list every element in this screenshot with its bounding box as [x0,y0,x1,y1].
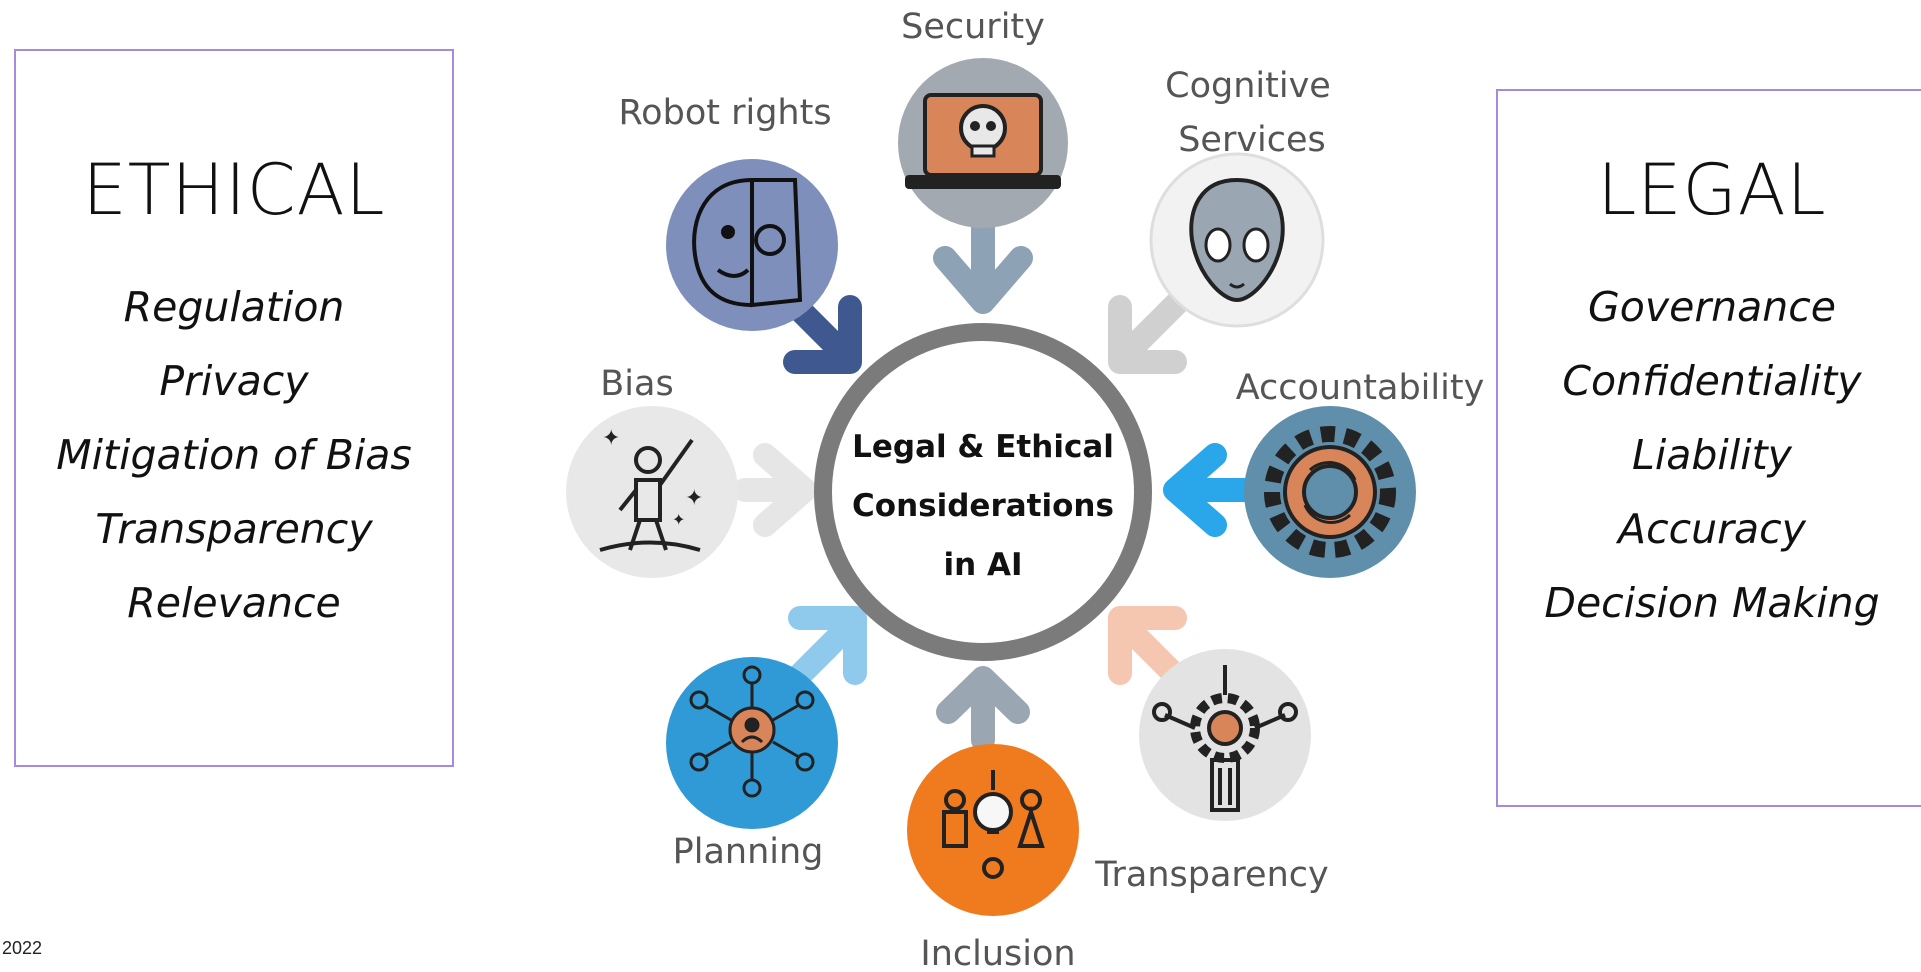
ethical-title: ETHICAL [82,149,386,231]
svg-text:✦: ✦ [602,425,620,450]
node-accountability: Accountability [1236,368,1485,578]
legal-list: Governance Confidentiality Liability Acc… [1498,270,1921,640]
cognitive-label-line2: Services [1178,120,1326,160]
transparency-label: Transparency [1094,855,1328,895]
arrow-inclusion [936,666,1030,752]
alien-icon [1189,177,1285,303]
skull-laptop-icon [905,93,1061,189]
center-title-line1: Legal & Ethical [852,429,1114,465]
bias-label: Bias [600,364,673,404]
arrow-security [933,220,1033,314]
arrow-cognitive [1108,288,1192,374]
svg-text:✦: ✦ [685,485,703,510]
cognitive-label-line1: Cognitive [1165,66,1331,106]
planning-label: Planning [673,832,824,872]
node-planning: Planning [666,657,838,872]
ethical-item: Regulation [123,283,345,331]
bias-circle [566,406,738,578]
svg-text:✦: ✦ [672,512,685,529]
year-caption: 2022 [2,938,43,958]
ethical-item: Transparency [95,505,373,553]
inclusion-label: Inclusion [920,934,1075,972]
robot-face-icon [692,178,803,308]
arrow-accountability [1163,443,1257,537]
ethical-list: Regulation Privacy Mitigation of Bias Tr… [16,270,452,640]
accountability-label: Accountability [1236,368,1485,408]
gear-cycle-icon [1264,426,1396,558]
people-network-icon [689,665,815,798]
legal-title: LEGAL [1597,149,1827,231]
legal-item: Liability [1632,431,1792,479]
node-inclusion: Inclusion [907,744,1079,972]
robot-rights-label: Robot rights [618,93,831,133]
ethical-item: Relevance [127,579,341,627]
ethical-item: Privacy [159,357,309,405]
center-ring [814,323,1152,661]
legal-item: Confidentiality [1562,357,1862,405]
ethical-item: Mitigation of Bias [56,431,412,479]
legal-item: Governance [1587,283,1837,331]
node-security: Security [898,7,1068,228]
arrow-bias [733,443,817,537]
legal-item: Decision Making [1544,579,1880,627]
center-title-line3: in AI [943,547,1022,583]
node-robot-rights: Robot rights [618,93,838,331]
legal-panel: LEGAL Governance Confidentiality Liabili… [1496,89,1921,807]
gear-tools-icon [1152,665,1298,812]
ethical-panel: ETHICAL Regulation Privacy Mitigation of… [14,49,454,767]
security-label: Security [901,7,1045,47]
legal-item: Accuracy [1618,505,1806,553]
node-transparency: Transparency [1094,649,1329,895]
node-cognitive-services: Cognitive Services [1149,66,1331,328]
center-title-line2: Considerations [852,488,1114,524]
person-stars-icon: ✦ ✦ ✦ [599,425,703,552]
node-bias: ✦ ✦ ✦ Bias [566,364,738,578]
people-idea-icon [942,770,1045,879]
arrow-planning [783,606,867,692]
